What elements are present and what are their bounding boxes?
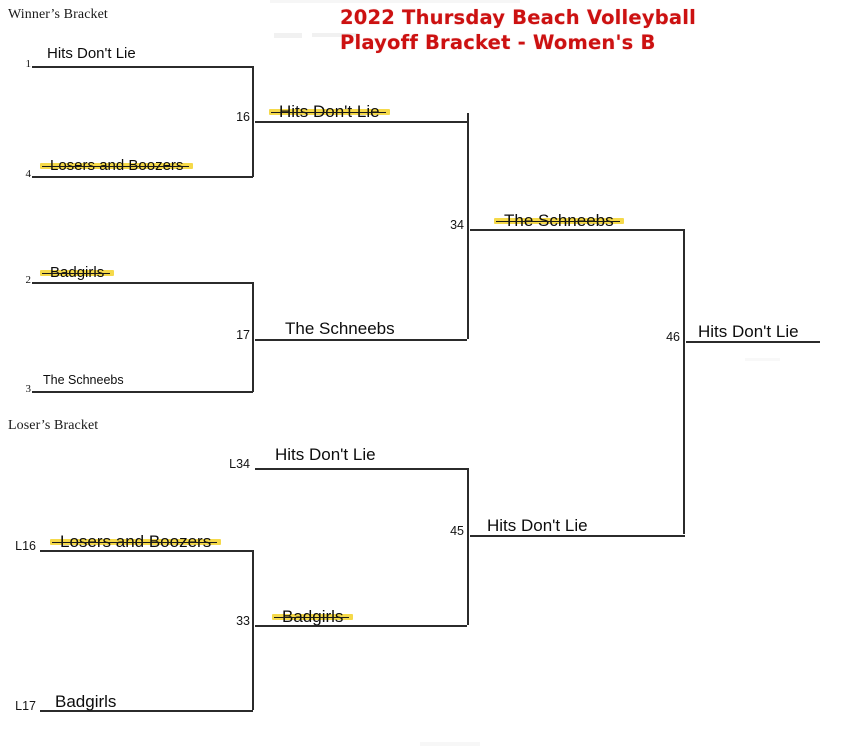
team-slot-seed-3: The Schneebs bbox=[43, 373, 124, 387]
bracket-line-game-16 bbox=[255, 121, 467, 123]
scan-artifact bbox=[420, 742, 480, 746]
bracket-line-game-33 bbox=[255, 625, 467, 627]
eliminated-strikethrough bbox=[52, 541, 218, 543]
bracket-connector-game-17 bbox=[252, 282, 254, 392]
bracket-line-seed-4 bbox=[32, 176, 253, 178]
bracket-line-seed-3 bbox=[32, 391, 253, 393]
bracket-line-slot-L34 bbox=[255, 468, 467, 470]
bracket-connector-game-45 bbox=[467, 468, 469, 625]
bracket-connector-game-46 bbox=[683, 229, 685, 534]
slot-number-L34: L34 bbox=[229, 457, 250, 471]
eliminated-strikethrough bbox=[42, 165, 190, 167]
team-slot-seed-1: Hits Don't Lie bbox=[47, 45, 136, 62]
bracket-line-game-17 bbox=[255, 339, 467, 341]
game-number-16: 16 bbox=[236, 110, 250, 124]
page-title-line-1: 2022 Thursday Beach Volleyball bbox=[340, 6, 697, 29]
game-number-45: 45 bbox=[450, 524, 464, 538]
bracket-line-seed-2 bbox=[32, 282, 253, 284]
eliminated-strikethrough bbox=[42, 272, 111, 274]
team-slot-L17: Badgirls bbox=[55, 692, 117, 711]
scan-artifact bbox=[270, 0, 520, 3]
bracket-line-game-34 bbox=[470, 229, 684, 231]
losers-bracket-caption: Loser’s Bracket bbox=[8, 418, 99, 433]
team-slot-game-16: Hits Don't Lie bbox=[269, 103, 390, 120]
team-slot-game-45: Hits Don't Lie bbox=[487, 516, 588, 535]
scan-artifact bbox=[312, 33, 358, 37]
game-number-34: 34 bbox=[450, 218, 464, 232]
game-number-17: 17 bbox=[236, 328, 250, 342]
team-slot-seed-4: Losers and Boozers bbox=[40, 158, 194, 173]
team-slot-game-33: Badgirls bbox=[272, 608, 354, 625]
winners-bracket-caption: Winner’s Bracket bbox=[8, 7, 108, 22]
team-slot-champion: Hits Don't Lie bbox=[698, 322, 799, 341]
bracket-line-seed-1 bbox=[32, 66, 253, 68]
scan-artifact bbox=[745, 358, 780, 361]
seed-number-4: 4 bbox=[25, 168, 32, 180]
bracket-line-game-46 bbox=[686, 341, 820, 343]
slot-number-L17: L17 bbox=[15, 699, 36, 713]
page-title-line-2: Playoff Bracket - Women's B bbox=[340, 31, 656, 54]
team-slot-L34: Hits Don't Lie bbox=[275, 445, 376, 464]
bracket-line-game-45 bbox=[470, 535, 685, 537]
team-slot-game-34: The Schneebs bbox=[494, 212, 624, 229]
eliminated-strikethrough bbox=[274, 616, 350, 618]
game-number-46: 46 bbox=[666, 330, 680, 344]
bracket-connector-game-16 bbox=[252, 66, 254, 177]
seed-number-2: 2 bbox=[25, 274, 32, 286]
bracket-line-slot-L17 bbox=[40, 710, 253, 712]
seed-number-1: 1 bbox=[25, 58, 32, 70]
game-number-33: 33 bbox=[236, 614, 250, 628]
slot-number-L16: L16 bbox=[15, 539, 36, 553]
eliminated-strikethrough bbox=[271, 111, 386, 113]
scan-artifact bbox=[274, 33, 302, 38]
team-slot-seed-2: Badgirls bbox=[40, 265, 115, 280]
eliminated-strikethrough bbox=[496, 220, 620, 222]
page-title: 2022 Thursday Beach Volleyball Playoff B… bbox=[340, 5, 760, 55]
team-slot-game-17: The Schneebs bbox=[285, 319, 395, 338]
bracket-connector-game-33 bbox=[252, 550, 254, 710]
bracket-line-slot-L16 bbox=[40, 550, 253, 552]
team-slot-L16: Losers and Boozers bbox=[50, 533, 222, 550]
bracket-connector-game-34 bbox=[467, 113, 469, 339]
seed-number-3: 3 bbox=[25, 383, 32, 395]
